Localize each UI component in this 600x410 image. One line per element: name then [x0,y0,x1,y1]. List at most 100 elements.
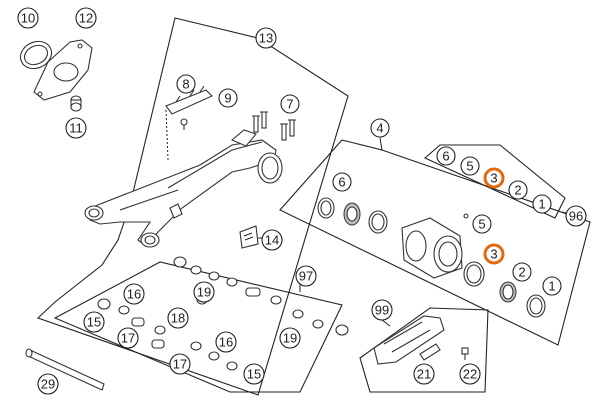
callout-circle [17,7,39,29]
small-screw-part [180,118,188,130]
callout-circle [167,307,189,329]
callout-5-c5a: 5 [460,156,480,176]
callout-label: 8 [182,77,189,92]
spacer-bush-part [70,95,82,112]
bolt-set-part [252,111,296,141]
callout-15-c15a: 15 [83,311,105,333]
callout-circle [261,229,283,251]
callout-circle [295,265,317,287]
callout-circle [508,180,528,200]
callout-2-c2b: 2 [512,262,532,282]
callout-13-c13: 13 [255,27,277,49]
pivot-bearing-right-part [499,281,517,303]
callout-circle [123,283,145,305]
callout-label: 13 [259,31,273,46]
callout-label: 2 [518,265,525,280]
callout-label: 5 [478,217,485,232]
callout-circle [413,363,435,385]
callout-circle [460,156,480,176]
callout-label: 97 [299,269,313,284]
callout-10-c10: 10 [17,7,39,29]
callout-6-c6b: 6 [332,172,352,192]
pivot-ring-right-part [463,261,485,287]
callout-97-c97: 97 [295,265,317,287]
callout-circle [565,205,587,227]
callout-label: 14 [265,233,279,248]
callout-label: 19 [283,331,297,346]
leader-99 [381,319,391,327]
callout-circle [542,276,562,296]
leader-4 [379,137,383,151]
callout-circle [459,363,481,385]
callout-circle [215,331,237,353]
seal-ring-part [19,40,53,70]
callout-label: 11 [69,121,83,136]
callout-label: 21 [417,367,431,382]
callout-label: 3 [490,171,497,186]
callout-circle [65,117,87,139]
callout-label: 16 [127,287,141,302]
callout-29-c29: 29 [37,373,59,395]
pivot-seal-right-part [526,294,546,318]
callout-label: 5 [466,159,473,174]
callout-circle [75,7,97,29]
callout-circle [483,167,505,189]
callout-14-c14: 14 [261,229,283,251]
pivot-shaft-part [25,348,105,391]
pivot-ring-left-part [368,210,388,234]
callout-16-c16b: 16 [215,331,237,353]
callout-circle [218,88,238,108]
callout-96-c96: 96 [565,205,587,227]
callout-label: 22 [463,367,477,382]
callout-circle [255,27,277,49]
callout-circle [472,214,492,234]
callout-label: 7 [286,97,293,112]
callout-2-c2a: 2 [508,180,528,200]
callout-label: 96 [569,209,583,224]
callout-5-c5b: 5 [472,214,492,234]
callout-circle [532,194,552,214]
callout-19-c19a: 19 [193,281,215,303]
callout-circle [169,353,191,375]
callout-label: 3 [490,247,497,262]
callout-label: 17 [173,357,187,372]
callout-99-c99: 99 [371,299,393,321]
callout-circle [37,373,59,395]
pivot-housing-part [401,217,463,279]
callout-circle [83,311,105,333]
pivot-kit-panel-4 [279,139,591,346]
callout-15-c15b: 15 [243,363,265,385]
chain-slider-bracket-part [165,85,213,115]
callout-label: 16 [219,335,233,350]
callout-label: 6 [338,175,345,190]
pivot-small-dot-part [463,213,469,219]
callout-circle [280,94,300,114]
callout-11-c11: 11 [65,117,87,139]
callout-label: 10 [21,11,35,26]
callout-4-c4: 4 [370,118,390,138]
callout-9-c9: 9 [218,88,238,108]
callout-label: 4 [376,121,383,136]
label-sticker-part [239,225,259,249]
callout-1-c1a: 1 [532,194,552,214]
callout-label: 1 [538,197,545,212]
callout-label: 15 [247,367,261,382]
callout-3-c3b: 3 [483,243,505,265]
pivot-seal-left-part [317,197,335,219]
callout-12-c12: 12 [75,7,97,29]
callout-circle [332,172,352,192]
callout-circle [436,146,456,166]
pivot-bearing-left-part [343,202,361,226]
callout-circle [370,118,390,138]
callout-7-c7: 7 [280,94,300,114]
callout-1-c1b: 1 [542,276,562,296]
callout-circle [243,363,265,385]
callout-17-c17a: 17 [117,327,139,349]
callout-label: 2 [514,183,521,198]
bearing-kit-panel-96 [423,144,566,219]
callout-label: 6 [442,149,449,164]
callout-circle [371,299,393,321]
